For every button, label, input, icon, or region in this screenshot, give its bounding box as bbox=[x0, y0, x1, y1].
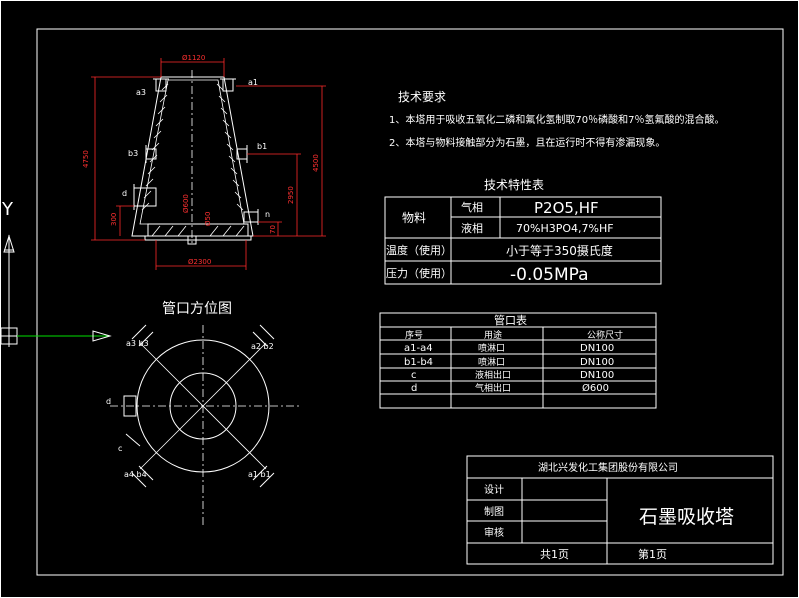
svg-text:液相出口: 液相出口 bbox=[475, 369, 511, 381]
characteristics-table: 技术特性表 物料 气相 P2O5,HF 液相 70%H3PO4,7%HF 温度（… bbox=[384, 177, 662, 285]
dim-300: 300 bbox=[110, 213, 118, 226]
characteristics-title: 技术特性表 bbox=[484, 177, 544, 192]
title-block: 湖北兴发化工集团股份有限公司 设计 制图 审核 石墨吸收塔 共1页 第1页 bbox=[466, 455, 774, 565]
orientation-view: 管口方位图 a3 b3 a2 b2 d c a4 b4 a1 b1 bbox=[106, 301, 300, 525]
label-a3: a3 bbox=[136, 88, 146, 97]
svg-text:b1-b4: b1-b4 bbox=[404, 357, 433, 368]
nozzle-table: 管口表 序号 用途 公称尺寸 a1-a4 喷淋口 DN100 b1-b4 喷淋口… bbox=[379, 312, 657, 409]
nozzle-a3-top bbox=[155, 78, 167, 92]
bottom-drain bbox=[187, 235, 197, 245]
dim-top-dia: Ø1120 bbox=[182, 54, 205, 62]
label-n: n bbox=[265, 210, 270, 219]
tech-req-item-1: 1、本塔用于吸收五氧化二磷和氟化氢制取70％磷酸和7％氢氟酸的混合酸。 bbox=[389, 113, 724, 126]
orientation-nozzle-c bbox=[125, 433, 141, 447]
temp-value: 小于等于350摄氏度 bbox=[506, 243, 613, 258]
table-row: d 气相出口 Ø600 bbox=[411, 382, 609, 394]
tower-base-plate bbox=[144, 235, 252, 241]
table-row: a1-a4 喷淋口 DN100 bbox=[404, 342, 614, 354]
label-a1: a1 bbox=[248, 78, 258, 87]
svg-text:DN100: DN100 bbox=[580, 343, 614, 354]
label-a3b3: a3 b3 bbox=[126, 339, 149, 348]
drawing-name: 石墨吸收塔 bbox=[639, 506, 734, 528]
temp-label: 温度（使用） bbox=[386, 243, 452, 257]
diagonal-2 bbox=[139, 342, 267, 470]
svg-text:DN100: DN100 bbox=[580, 370, 614, 381]
label-c-orient: c bbox=[118, 444, 122, 453]
table-row: c 液相出口 DN100 bbox=[411, 369, 614, 381]
ucs-y-label: Y bbox=[1, 199, 14, 220]
company-name: 湖北兴发化工集团股份有限公司 bbox=[538, 461, 678, 474]
dim-overall-height: 4750 bbox=[82, 150, 90, 168]
liquid-label: 液相 bbox=[461, 221, 483, 235]
material-label: 物料 bbox=[402, 211, 426, 225]
gas-label: 气相 bbox=[461, 200, 483, 214]
tech-req-item-2: 2、本塔与物料接触部分为石墨，且在运行时不得有渗漏现象。 bbox=[389, 136, 665, 149]
label-d-orient: d bbox=[106, 397, 111, 406]
dim-4500: 4500 bbox=[312, 154, 320, 172]
ucs-icon: Y bbox=[0, 199, 112, 347]
tower-outer-shell bbox=[131, 76, 254, 237]
svg-text:Ø600: Ø600 bbox=[582, 382, 609, 394]
svg-text:a1-a4: a1-a4 bbox=[404, 343, 433, 354]
page-number: 第1页 bbox=[638, 547, 667, 561]
svg-text:喷淋口: 喷淋口 bbox=[478, 342, 505, 354]
tower-dimensions: Ø1120 4750 4500 2950 300 70 Ø2300 Ø600 Ø… bbox=[82, 54, 326, 270]
total-pages: 共1页 bbox=[540, 548, 569, 561]
label-b3: b3 bbox=[128, 149, 138, 158]
gas-value: P2O5,HF bbox=[534, 199, 599, 217]
orientation-nozzle-d bbox=[123, 395, 137, 417]
tower-base bbox=[147, 223, 249, 237]
wall-hatching bbox=[141, 83, 245, 237]
tech-req-title: 技术要求 bbox=[398, 90, 446, 104]
dim-600: Ø600 bbox=[182, 194, 190, 213]
dim-2950: 2950 bbox=[287, 186, 295, 204]
orientation-title: 管口方位图 bbox=[162, 301, 232, 317]
header-usage: 用途 bbox=[484, 329, 502, 341]
drawing-label: 制图 bbox=[484, 505, 504, 518]
header-no: 序号 bbox=[405, 329, 423, 341]
review-label: 审核 bbox=[484, 526, 504, 539]
tower-elevation: a3 a1 b3 b1 d n bbox=[122, 70, 270, 246]
liquid-outlet-n bbox=[243, 211, 259, 223]
label-d: d bbox=[122, 189, 127, 198]
liquid-value: 70%H3PO4,7%HF bbox=[516, 222, 614, 235]
svg-text:c: c bbox=[411, 370, 417, 381]
nozzle-table-title: 管口表 bbox=[494, 313, 527, 327]
svg-text:d: d bbox=[411, 383, 417, 394]
label-a4b4: a4 b4 bbox=[124, 470, 147, 479]
label-a2b2: a2 b2 bbox=[251, 342, 274, 351]
tech-requirements: 技术要求 1、本塔用于吸收五氧化二磷和氟化氢制取70％磷酸和7％氢氟酸的混合酸。… bbox=[389, 90, 724, 149]
svg-text:DN100: DN100 bbox=[580, 357, 614, 368]
drawing-frame bbox=[36, 28, 784, 576]
pressure-label: 压力（使用） bbox=[386, 267, 452, 280]
dim-70: 70 bbox=[269, 225, 277, 234]
header-size: 公称尺寸 bbox=[587, 329, 623, 341]
dim-bottom-dia: Ø2300 bbox=[188, 258, 211, 266]
label-a1b1: a1 b1 bbox=[248, 470, 271, 479]
label-b1: b1 bbox=[257, 142, 267, 151]
svg-text:喷淋口: 喷淋口 bbox=[478, 356, 505, 368]
table-row: b1-b4 喷淋口 DN100 bbox=[404, 356, 614, 368]
pressure-value: -0.05MPa bbox=[510, 265, 589, 285]
design-label: 设计 bbox=[484, 483, 504, 496]
svg-text:气相出口: 气相出口 bbox=[475, 382, 511, 394]
dim-50: Ø50 bbox=[204, 212, 212, 226]
